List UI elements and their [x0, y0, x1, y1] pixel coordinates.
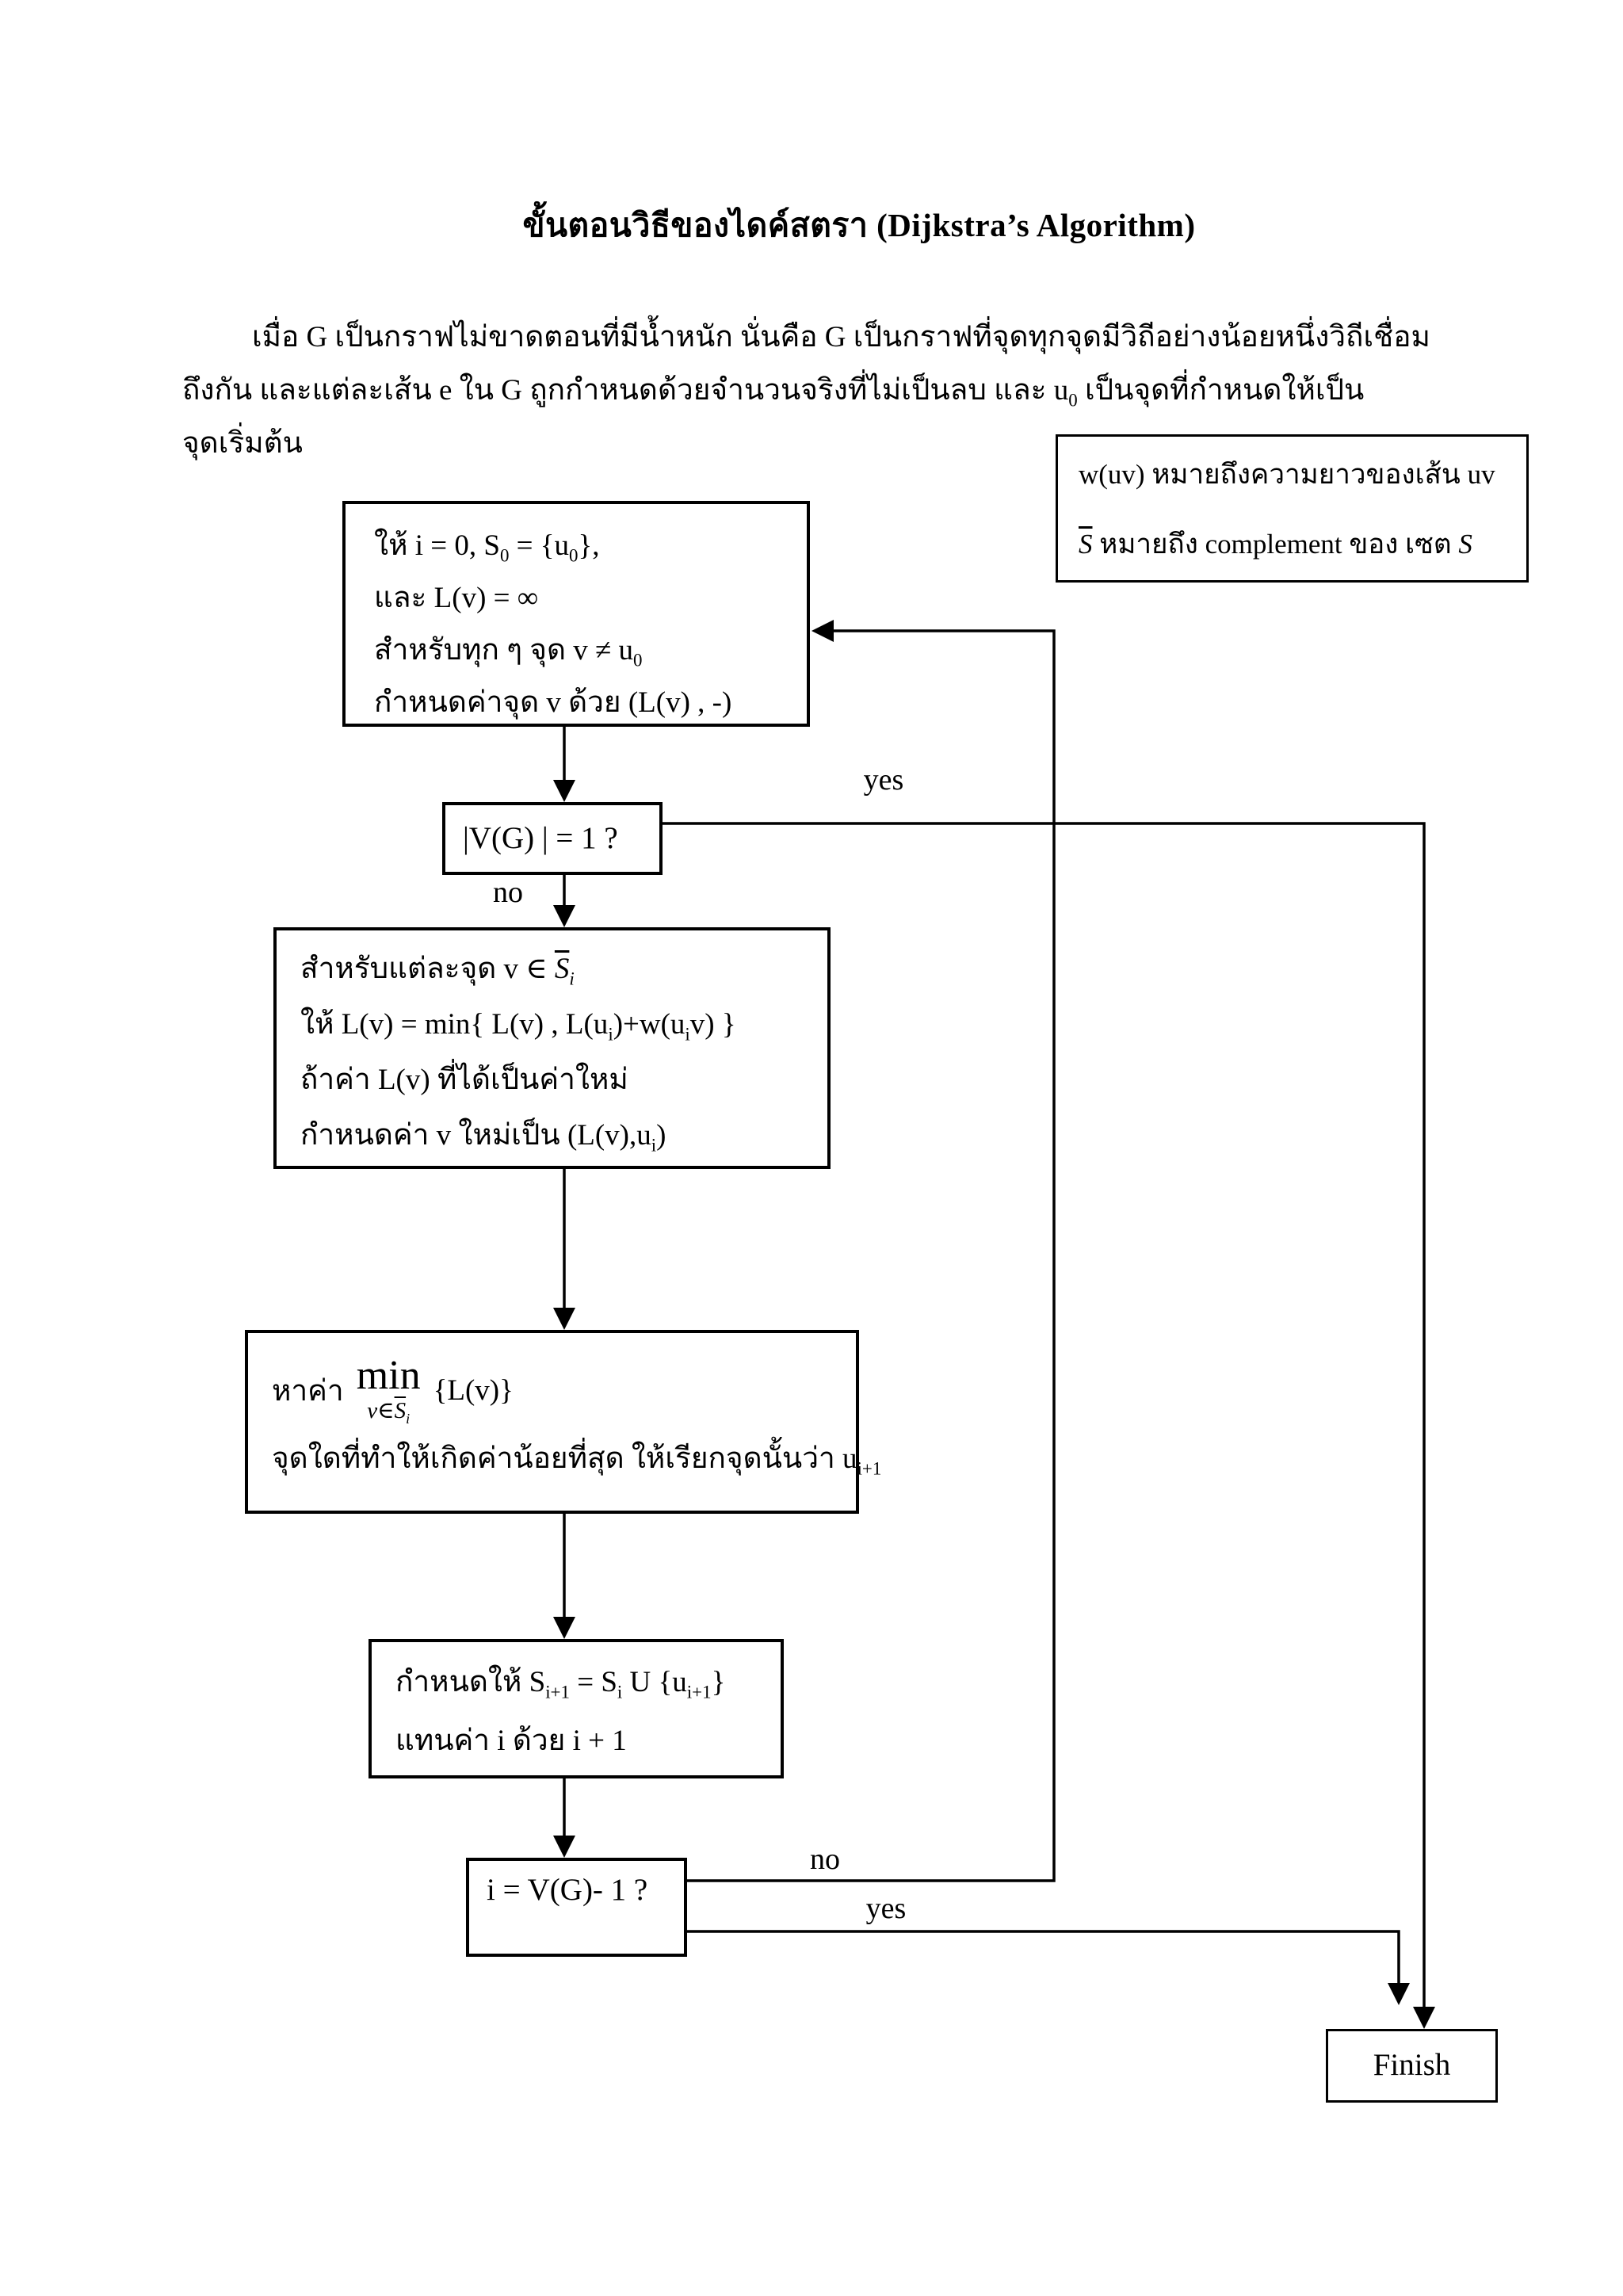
min-formula-prefix: หาค่า: [272, 1374, 344, 1408]
init-line: ให้ i = 0, S0 = {u0},: [374, 529, 600, 566]
arrowhead-down: [553, 1308, 575, 1330]
init-line: สำหรับทุก ๆ จุด v ≠ u0: [374, 634, 643, 670]
edge-label-yes: yes: [863, 763, 904, 797]
min-operator-subscript: v∈Si: [367, 1397, 411, 1427]
arrowhead-down: [1413, 2007, 1435, 2029]
paragraph-line: ถึงกัน และแต่ละเส้น e ใน G ถูกกำหนดด้วยจ…: [182, 374, 1365, 411]
page-title: ขั้นตอนวิธีของไดค์สตรา (Dijkstra’s Algor…: [522, 207, 1196, 243]
min-operator: min: [356, 1353, 421, 1399]
legend-line: w(uv) หมายถึงความยาวของเส้น uv: [1079, 459, 1495, 490]
relax-line: ให้ L(v) = min{ L(v) , L(ui)+w(uiv) }: [300, 1008, 736, 1045]
relax-labels-box: สำหรับแต่ละจุด v ∈ Si ให้ L(v) = min{ L(…: [273, 927, 831, 1169]
intro-paragraph: เมื่อ G เป็นกราฟไม่ขาดตอนที่มีน้ำหนัก นั…: [182, 311, 1542, 470]
decision-iteration-label: i = V(G)- 1 ?: [487, 1873, 648, 1907]
decision-vertex-count-box: |V(G) | = 1 ?: [442, 802, 663, 875]
arrowhead-down: [553, 1836, 575, 1858]
arrowhead-left: [812, 620, 834, 642]
finish-label: Finish: [1373, 2048, 1451, 2082]
init-line: และ L(v) = ∞: [374, 582, 539, 614]
paragraph-line: จุดเริ่มต้น: [182, 427, 303, 460]
edge-label-yes: yes: [865, 1892, 907, 1925]
relax-line: ถ้าค่า L(v) ที่ได้เป็นค่าใหม่: [300, 1064, 628, 1096]
assign-line: กำหนดให้ Si+1 = Si U {ui+1}: [395, 1666, 726, 1702]
min-description-line: จุดใดที่ทำให้เกิดค่าน้อยที่สุด ให้เรียกจ…: [272, 1442, 882, 1479]
init-step-box: ให้ i = 0, S0 = {u0}, และ L(v) = ∞ สำหรั…: [342, 501, 810, 727]
connector-i-yes-to-finish: [687, 1930, 1400, 1986]
min-formula-suffix: {L(v)}: [433, 1373, 514, 1407]
connector-i-no-loop-to-init: [687, 629, 1056, 1882]
finish-box: Finish: [1326, 2029, 1498, 2103]
arrowhead-down: [553, 1617, 575, 1639]
connector-vg-yes-to-finish: [663, 822, 1426, 2010]
relax-line: สำหรับแต่ละจุด v ∈ Si: [300, 953, 575, 989]
min-formula: หาค่า min v∈Si {L(v)}: [272, 1349, 856, 1431]
relax-line: กำหนดค่า v ใหม่เป็น (L(v),ui): [300, 1119, 666, 1156]
edge-label-no: no: [810, 1843, 840, 1876]
assign-set-box: กำหนดให้ Si+1 = Si U {ui+1} แทนค่า i ด้ว…: [369, 1639, 784, 1778]
edge-label-no: no: [493, 876, 523, 909]
notation-legend-box: w(uv) หมายถึงความยาวของเส้น uv S หมายถึง…: [1056, 434, 1529, 583]
min-operator-stack: min v∈Si: [356, 1353, 421, 1427]
arrowhead-down: [1388, 1983, 1410, 2005]
legend-line: S หมายถึง complement ของ เซต S: [1079, 529, 1472, 560]
find-minimum-box: หาค่า min v∈Si {L(v)} จุดใดที่ทำให้เกิดค…: [245, 1330, 882, 1514]
paragraph-line: เมื่อ G เป็นกราฟไม่ขาดตอนที่มีน้ำหนัก นั…: [252, 321, 1430, 353]
assign-line: แทนค่า i ด้วย i + 1: [395, 1725, 627, 1757]
decision-vertex-count-label: |V(G) | = 1 ?: [463, 821, 618, 855]
init-line: กำหนดค่าจุด v ด้วย (L(v) , -): [374, 686, 732, 719]
arrowhead-down: [553, 780, 575, 802]
arrowhead-down: [553, 905, 575, 927]
decision-iteration-box: i = V(G)- 1 ?: [466, 1858, 687, 1957]
